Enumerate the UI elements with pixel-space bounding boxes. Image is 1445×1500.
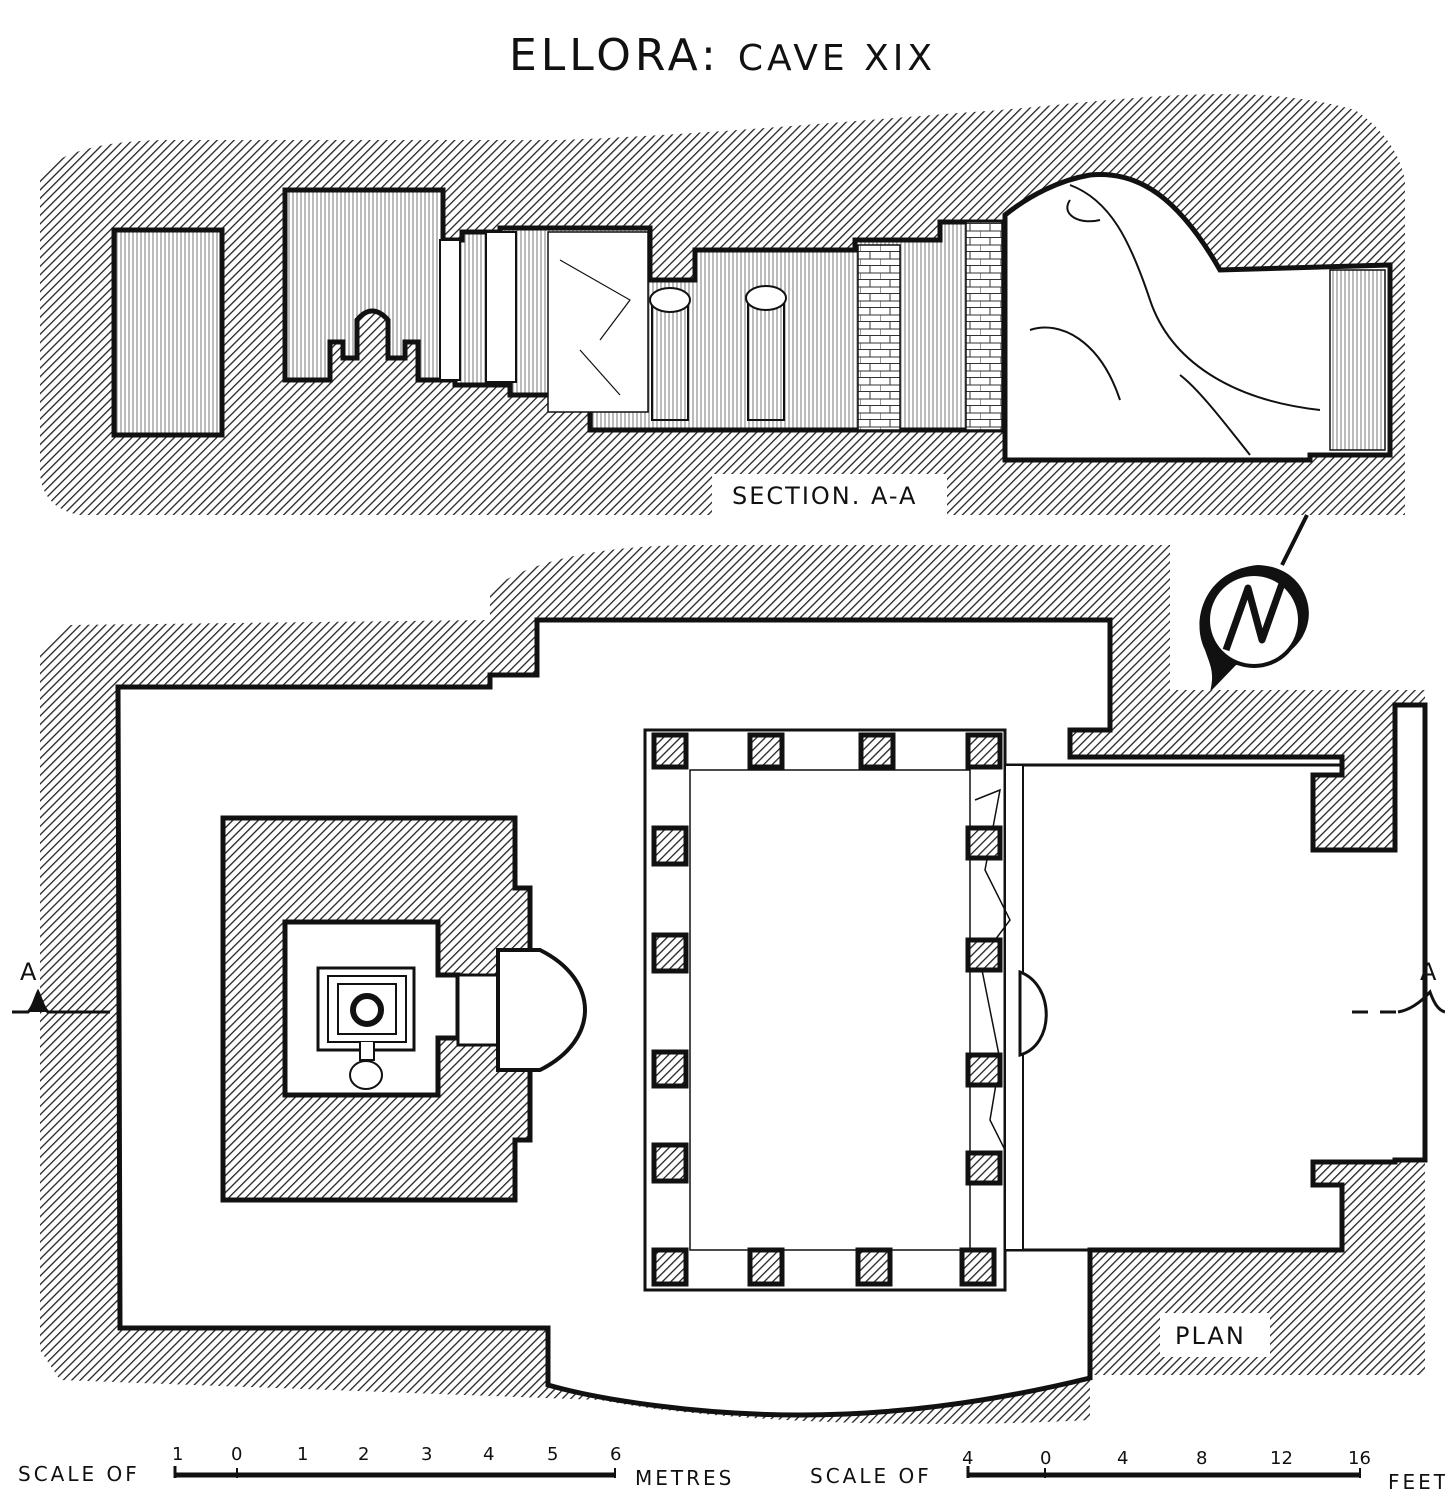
pillar [747, 732, 785, 770]
section-capital-2 [745, 285, 787, 311]
scale-feet-unit: FEET [1388, 1470, 1445, 1494]
scale-metres-tick: 3 [421, 1444, 433, 1465]
pillar [651, 1247, 689, 1287]
section-brick-wall-1 [857, 244, 901, 431]
plan-shrine-porch [496, 948, 587, 1072]
section-line-marker-left [12, 988, 110, 1014]
pillar [965, 825, 1003, 861]
scale-metres-tick: 5 [547, 1444, 559, 1465]
plan-linga-pedestal [316, 966, 416, 1090]
scale-feet-prefix: SCALE OF [810, 1464, 932, 1488]
scale-metres-unit: METRES [635, 1466, 735, 1490]
section-label-box [712, 474, 947, 516]
section-porch [1002, 171, 1393, 463]
scale-feet-tick: 16 [1348, 1448, 1371, 1469]
pillar [858, 732, 896, 770]
section-pillar-1 [651, 299, 689, 421]
plan-label-box [1160, 1313, 1270, 1357]
scale-metres-tick: 4 [483, 1444, 495, 1465]
plan-hall-porch [1018, 969, 1048, 1057]
scale-feet-tick: 4 [962, 1448, 974, 1469]
pillar [965, 732, 1003, 770]
title-sub: CAVE XIX [737, 38, 937, 79]
section-line-marker-right [1352, 989, 1445, 1014]
pillar [965, 1052, 1003, 1088]
scale-feet-tick: 8 [1196, 1448, 1208, 1469]
scale-feet-tick: 4 [1117, 1448, 1129, 1469]
section-chamber-left [111, 227, 225, 438]
plan-drawing [12, 545, 1445, 1424]
scale-metres-tick: 6 [610, 1444, 622, 1465]
pillar [651, 1049, 689, 1089]
scale-metres-tick: 0 [231, 1444, 243, 1465]
north-arrow [1199, 514, 1309, 692]
section-shrine-chamber [282, 187, 446, 383]
pillar [651, 932, 689, 974]
scale-metres-tick: 2 [358, 1444, 370, 1465]
scale-metres-prefix: SCALE OF [18, 1462, 140, 1486]
scale-bar-metres [173, 1466, 616, 1478]
pillar [651, 732, 689, 770]
scale-feet-tick: 12 [1270, 1448, 1293, 1469]
section-marker-left: A [20, 958, 39, 986]
section-capital-1 [649, 287, 691, 313]
section-marker-right: A [1420, 958, 1439, 986]
pillar [959, 1247, 997, 1287]
plan-label: PLAN [1175, 1322, 1246, 1350]
section-brick-wall-2 [965, 221, 1003, 431]
scale-metres-tick: 1 [297, 1444, 309, 1465]
scale-bar-feet [966, 1466, 1361, 1478]
plan-pillars [651, 732, 1003, 1287]
page-title: ELLORA: CAVE XIX [0, 30, 1445, 81]
pillar [651, 1142, 689, 1184]
pillar [747, 1247, 785, 1287]
scale-feet-tick: 0 [1040, 1448, 1052, 1469]
section-pillar-2 [747, 299, 785, 421]
pillar [965, 937, 1003, 973]
pillar [855, 1247, 893, 1287]
section-doorframe-2 [485, 231, 517, 383]
title-main: ELLORA: [508, 30, 720, 81]
pillar [965, 1150, 1003, 1186]
section-panel [547, 231, 649, 413]
scale-metres-tick: 1 [172, 1444, 184, 1465]
pillar [651, 825, 689, 867]
section-label: SECTION. A-A [732, 482, 918, 510]
section-drawing [40, 94, 1405, 516]
north-arrow-n [1222, 576, 1288, 652]
section-doorframe [439, 239, 461, 381]
